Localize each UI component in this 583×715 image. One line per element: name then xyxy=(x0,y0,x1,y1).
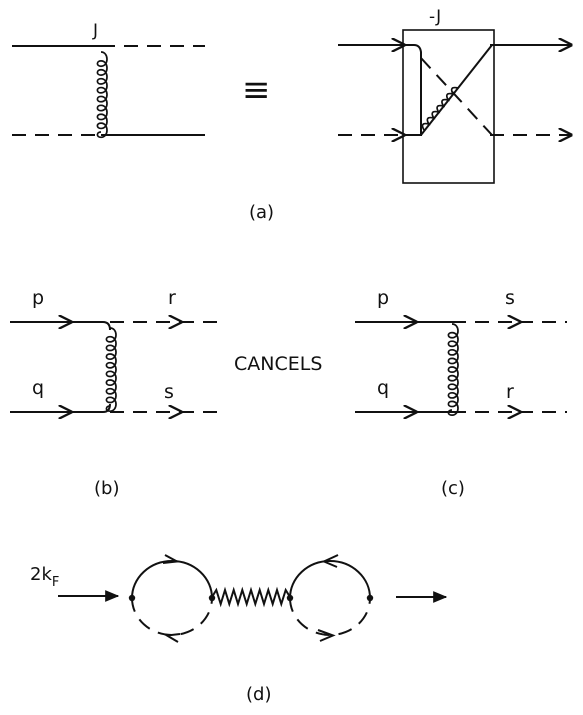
caption-b: (b) xyxy=(94,478,119,499)
solid-line-crossed-diagonal xyxy=(420,44,493,136)
left-bubble-top-arrow xyxy=(162,554,181,564)
label-q: q xyxy=(32,377,44,399)
solid-corner-top xyxy=(102,321,111,331)
right-bubble-top-arrow xyxy=(321,554,339,568)
label-r: r xyxy=(506,381,514,403)
gluon-propagator-crossed xyxy=(421,86,459,131)
vertex xyxy=(208,594,216,602)
label-p: p xyxy=(377,287,389,309)
coupling-label-minus-j: -J xyxy=(429,7,441,27)
gluon-propagator xyxy=(96,51,108,139)
panel-d-diagram: 2kF xyxy=(30,554,448,643)
panel-a-right-diagram: -J xyxy=(338,7,570,184)
left-bubble-solid-arc xyxy=(131,560,213,599)
exchange-box xyxy=(402,29,495,184)
caption-d: (d) xyxy=(246,684,271,705)
panel-b-diagram: p r q s xyxy=(10,287,224,412)
label-p: p xyxy=(32,287,44,309)
caption-a: (a) xyxy=(249,202,274,223)
panel-c-diagram: p s q r xyxy=(355,287,567,415)
caption-c: (c) xyxy=(441,478,465,499)
right-bubble-solid-arc xyxy=(289,560,371,599)
right-bubble-dashed-arc xyxy=(289,597,371,636)
label-r: r xyxy=(168,287,176,309)
gluon-propagator xyxy=(105,327,117,413)
left-bubble-bottom-arrow xyxy=(163,633,181,643)
vertex xyxy=(366,594,374,602)
vertex xyxy=(286,594,294,602)
vertex xyxy=(128,594,136,602)
solid-line-crossed-upper xyxy=(403,44,422,136)
label-q: q xyxy=(377,377,389,399)
dashed-line-crossed-diagonal xyxy=(420,57,493,136)
equivalence-symbol: ≡ xyxy=(242,70,271,110)
panel-a-left-diagram: J xyxy=(12,21,205,139)
coupling-label-j: J xyxy=(92,21,98,41)
label-s: s xyxy=(505,287,515,309)
label-s: s xyxy=(164,381,174,403)
left-bubble-dashed-arc xyxy=(131,597,213,636)
momentum-label: 2kF xyxy=(30,564,59,590)
cancels-text: CANCELS xyxy=(234,353,322,375)
right-bubble-bottom-arrow xyxy=(317,629,336,642)
interaction-zigzag xyxy=(211,586,291,608)
gluon-propagator xyxy=(447,323,459,417)
